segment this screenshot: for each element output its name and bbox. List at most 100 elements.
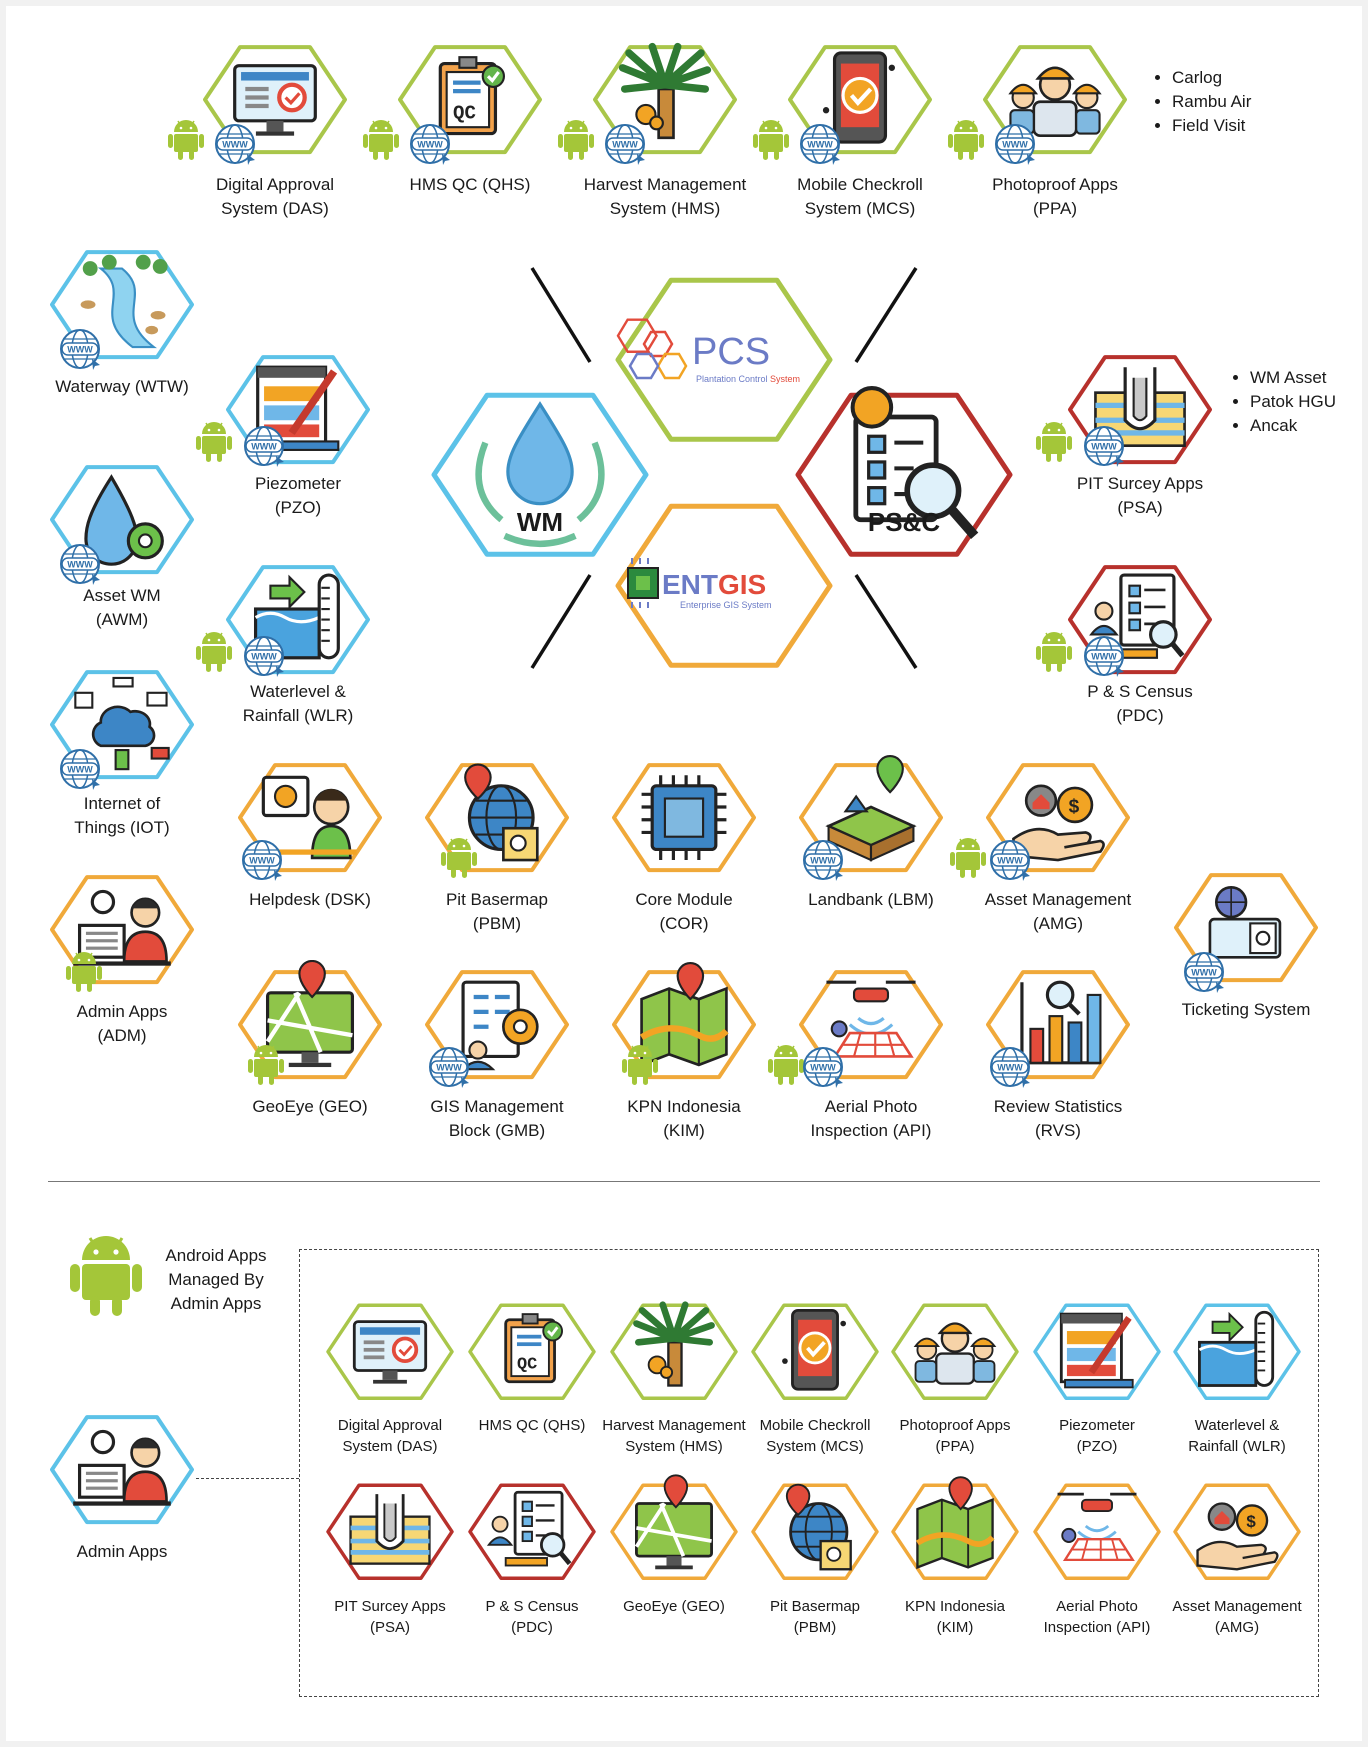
www-globe-icon: WWW	[244, 426, 284, 467]
www-globe-icon: WWW	[60, 749, 100, 790]
asset-hand-icon: $	[1012, 784, 1105, 862]
svg-text:WWW: WWW	[810, 856, 836, 866]
folded-map-icon	[639, 962, 729, 1068]
svg-text:WWW: WWW	[67, 560, 93, 570]
managed-app-node[interactable]	[749, 1294, 881, 1409]
www-globe-icon: WWW	[800, 124, 840, 165]
managed-app-node[interactable]	[466, 1474, 598, 1589]
managed-app-node[interactable]	[324, 1294, 456, 1409]
managed-app-label: GeoEye (GEO)	[623, 1598, 725, 1615]
app-node-row4[interactable]	[610, 753, 758, 882]
managed-app-node[interactable]	[608, 1294, 740, 1409]
www-globe-icon: WWW	[995, 124, 1035, 165]
psa-notes-list: WM Asset Patok HGU Ancak	[1228, 366, 1336, 438]
node-label: Pit Basermap (PBM)	[445, 890, 549, 933]
android-icon	[948, 120, 984, 160]
app-node-row5[interactable]	[797, 960, 945, 1089]
managed-app-node[interactable]	[1031, 1474, 1163, 1589]
app-node-left[interactable]	[48, 455, 196, 584]
managed-app-node[interactable]: $	[1171, 1474, 1303, 1589]
node-label: Digital Approval System (DAS)	[215, 175, 335, 218]
managed-app-label: HMS QC (QHS)	[478, 1417, 586, 1434]
admin-user-icon	[73, 890, 171, 967]
svg-text:WWW: WWW	[1002, 140, 1028, 150]
node-label: HMS QC (QHS)	[409, 175, 531, 194]
managed-app-node[interactable]	[324, 1474, 456, 1589]
managed-app-label: Waterlevel & Rainfall (WLR)	[1188, 1417, 1286, 1455]
pcs-hub[interactable]: PCS Plantation Control System	[614, 264, 834, 456]
managed-app-node[interactable]	[889, 1294, 1021, 1409]
river-icon	[80, 255, 168, 349]
svg-text:WWW: WWW	[251, 442, 277, 452]
www-globe-icon: WWW	[1084, 636, 1124, 677]
www-globe-icon: WWW	[242, 840, 282, 881]
palm-tree-icon	[618, 43, 712, 140]
managed-app-label: Mobile Checkroll System (MCS)	[759, 1417, 871, 1455]
app-node-row4[interactable]	[797, 753, 945, 882]
gis-block-icon	[460, 980, 539, 1071]
android-icon	[1036, 632, 1072, 672]
ticket-icon	[1208, 886, 1282, 960]
svg-text:Plantation Control System: Plantation Control System	[696, 374, 800, 384]
entgis-hub[interactable]: ENTGIS Enterprise GIS System	[614, 490, 834, 682]
wm-hub[interactable]	[430, 379, 650, 571]
census-checklist-icon	[1089, 573, 1185, 660]
app-node-row4[interactable]	[236, 753, 384, 882]
android-icon	[558, 120, 594, 160]
svg-text:WWW: WWW	[251, 652, 277, 662]
node-label: GIS Management Block (GMB)	[430, 1097, 564, 1140]
app-node-row4[interactable]: $	[984, 753, 1132, 882]
www-globe-icon: WWW	[60, 329, 100, 370]
chip-icon	[641, 775, 727, 861]
svg-text:WWW: WWW	[1091, 442, 1117, 452]
managed-app-node[interactable]	[608, 1474, 740, 1589]
node-label: Core Module (COR)	[635, 890, 733, 933]
managed-app-label: KPN Indonesia (KIM)	[904, 1598, 1006, 1636]
svg-text:$: $	[1069, 797, 1080, 818]
psc-hub[interactable]	[794, 379, 1014, 571]
managed-app-label: Harvest Management System (HMS)	[602, 1417, 746, 1455]
android-icon	[950, 838, 986, 878]
section-divider	[48, 1181, 1320, 1182]
psa-note: Patok HGU	[1250, 390, 1336, 414]
node-label: Waterlevel & Rainfall (WLR)	[242, 682, 354, 725]
ppa-note: Rambu Air	[1172, 90, 1251, 114]
managed-app-node[interactable]	[1171, 1294, 1303, 1409]
managed-app-label: P & S Census (PDC)	[485, 1598, 579, 1636]
www-globe-icon: WWW	[215, 124, 255, 165]
node-label: Helpdesk (DSK)	[249, 890, 371, 909]
svg-text:WWW: WWW	[1191, 968, 1217, 978]
node-label: Landbank (LBM)	[808, 890, 934, 909]
water-gear-icon	[84, 474, 164, 567]
node-label: Photoproof Apps (PPA)	[992, 175, 1118, 218]
svg-text:WWW: WWW	[810, 1063, 836, 1073]
node-label: Asset Management (AMG)	[984, 890, 1132, 933]
node-label: Ticketing System	[1181, 1000, 1311, 1019]
www-globe-icon: WWW	[429, 1047, 469, 1088]
iot-network-icon	[74, 677, 170, 771]
node-label: GeoEye (GEO)	[252, 1097, 368, 1116]
svg-text:WWW: WWW	[612, 140, 638, 150]
managed-app-node[interactable]	[749, 1474, 881, 1589]
www-globe-icon: WWW	[605, 124, 645, 165]
svg-text:WWW: WWW	[436, 1063, 462, 1073]
phone-check-icon	[822, 51, 895, 145]
svg-text:WWW: WWW	[1091, 652, 1117, 662]
monitor-approval-icon	[233, 64, 317, 137]
node-label: Waterway (WTW)	[55, 377, 189, 396]
managed-app-node[interactable]	[889, 1474, 1021, 1589]
psc-hub-label: PS&C	[867, 507, 941, 537]
app-node-top[interactable]	[201, 35, 349, 164]
managed-app-label: PIT Surcey Apps (PSA)	[334, 1598, 446, 1636]
app-node-row5[interactable]	[423, 960, 571, 1089]
node-label: Admin Apps (ADM)	[76, 1002, 168, 1045]
water-level-icon	[253, 573, 340, 660]
app-node-row5[interactable]	[984, 960, 1132, 1089]
managed-app-node[interactable]	[1031, 1294, 1163, 1409]
admin-node[interactable]	[48, 1405, 196, 1534]
drone-icon	[826, 980, 916, 1059]
managed-app-label: Aerial Photo Inspection (API)	[1043, 1598, 1151, 1636]
node-label: Harvest Management System (HMS)	[583, 175, 747, 218]
managed-app-node[interactable]: QC	[466, 1294, 598, 1409]
